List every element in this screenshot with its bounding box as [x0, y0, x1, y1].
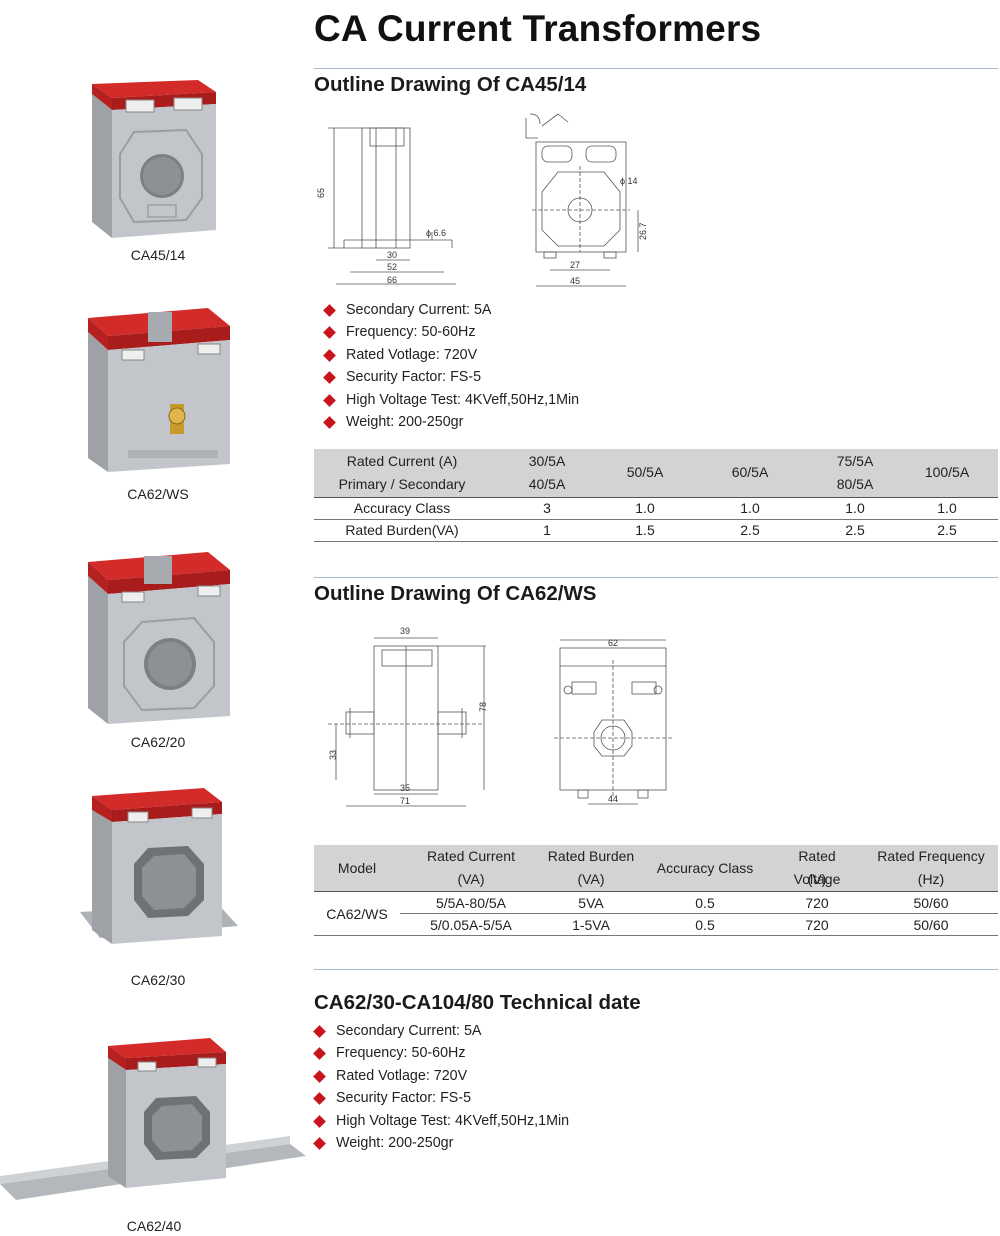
- table-header-row: Model Rated Current(VA) Rated Burden(VA)…: [314, 845, 998, 892]
- table-header: 60/5A: [731, 464, 769, 481]
- list-item: Security Factor: FS-5: [313, 1087, 569, 1109]
- table-header: Rated Frequency(Hz): [877, 848, 985, 887]
- list-item: Secondary Current: 5A: [313, 1020, 569, 1042]
- red-diamond-icon: [323, 393, 336, 407]
- technical-spec-list: Secondary Current: 5A Frequency: 50-60Hz…: [313, 1020, 569, 1154]
- section-divider: [314, 969, 998, 970]
- table-header: Rated Voltage(V): [793, 848, 841, 887]
- list-item: Rated Votlage: 720V: [313, 1065, 569, 1087]
- list-item: Frequency: 50-60Hz: [323, 321, 579, 343]
- dim-label: 66: [387, 275, 397, 285]
- list-item: Rated Votlage: 720V: [323, 344, 579, 366]
- table-header: Rated Current(VA): [427, 848, 515, 887]
- dim-label: 62: [608, 638, 618, 648]
- section-title-technical-date: CA62/30-CA104/80 Technical date: [314, 991, 641, 1014]
- dim-label: 78: [478, 702, 488, 712]
- table-header: Rated Current (A)Primary / Secondary: [338, 452, 466, 492]
- dim-label: 44: [608, 794, 618, 804]
- ca62-30-image: [80, 788, 238, 944]
- product-caption: CA45/14: [130, 247, 186, 263]
- red-diamond-icon: [323, 371, 336, 385]
- red-diamond-icon: [313, 1114, 326, 1128]
- table-header: Model: [337, 859, 377, 876]
- table-row: 5/0.05A-5/5A 1-5VA 0.5 720 50/60: [314, 914, 998, 936]
- page-title: CA Current Transformers: [314, 8, 762, 49]
- dim-label: 65: [316, 188, 326, 198]
- ca45-14-spec-list: Secondary Current: 5A Frequency: 50-60Hz…: [323, 299, 579, 433]
- table-row: CA62/WS 5/5A-80/5A 5VA 0.5 720 50/60: [314, 892, 998, 922]
- red-diamond-icon: [323, 416, 336, 429]
- list-item: Security Factor: FS-5: [323, 366, 579, 388]
- table-header-row: Rated Current (A)Primary / Secondary 30/…: [314, 449, 998, 497]
- table-row: Accuracy Class 3 1.0 1.0 1.0 1.0: [314, 497, 998, 519]
- ca62-40-image: [0, 1038, 306, 1200]
- dim-label: 33: [328, 750, 338, 760]
- section-title-ca45-14: Outline Drawing Of CA45/14: [314, 73, 587, 96]
- product-caption: CA62/WS: [127, 486, 189, 502]
- ca45-14-image: [92, 80, 216, 238]
- ca62-20-image: [88, 552, 230, 724]
- table-row: Rated Burden(VA) 1 1.5 2.5 2.5 2.5: [314, 519, 998, 541]
- dim-label: ϕ 6.6: [426, 228, 446, 238]
- red-diamond-icon: [323, 348, 336, 362]
- ca62-ws-outline-drawing: 39 78 33 35 71 62 44: [328, 626, 672, 807]
- product-caption: CA62/20: [130, 734, 186, 750]
- red-diamond-icon: [313, 1137, 326, 1150]
- section-title-ca62-ws: Outline Drawing Of CA62/WS: [314, 582, 597, 605]
- product-ca45-14: CA45/14: [78, 70, 238, 263]
- dim-label: 27: [570, 260, 580, 270]
- table-header: Rated Burden(VA): [547, 848, 635, 887]
- list-item: Secondary Current: 5A: [323, 299, 579, 321]
- red-diamond-icon: [323, 304, 336, 317]
- product-ca62-20: CA62/20: [78, 546, 238, 750]
- red-diamond-icon: [313, 1092, 326, 1106]
- product-caption: CA62/30: [130, 972, 186, 988]
- red-diamond-icon: [313, 1069, 326, 1083]
- table-header: 50/5A: [626, 464, 664, 481]
- section-divider: [314, 577, 998, 578]
- dim-label: ϕ 14: [620, 176, 638, 186]
- red-diamond-icon: [313, 1025, 326, 1038]
- ca45-14-rating-table: Rated Current (A)Primary / Secondary 30/…: [314, 449, 998, 542]
- product-ca62-40: CA62/40: [0, 1028, 310, 1234]
- table-header: 100/5A: [924, 464, 970, 481]
- red-diamond-icon: [313, 1047, 326, 1061]
- table-header: Accuracy Class: [656, 859, 754, 876]
- red-diamond-icon: [323, 326, 336, 340]
- dim-label: 52: [387, 262, 397, 272]
- dim-label: 71: [400, 796, 410, 806]
- dim-label: 39: [400, 626, 410, 636]
- ca62-ws-image: [88, 308, 230, 472]
- product-ca62-30: CA62/30: [78, 782, 238, 988]
- ca45-14-outline-drawing: 65 ϕ 6.6 30 52 66 ϕ 14 26.7 27 45: [316, 113, 648, 287]
- list-item: Frequency: 50-60Hz: [313, 1042, 569, 1064]
- product-ca62-ws: CA62/WS: [78, 300, 238, 502]
- list-item: Weight: 200-250gr: [323, 411, 579, 433]
- dim-label: 35: [400, 783, 410, 793]
- dim-label: 26.7: [638, 222, 648, 240]
- list-item: High Voltage Test: 4KVeff,50Hz,1Min: [323, 389, 579, 411]
- list-item: Weight: 200-250gr: [313, 1132, 569, 1154]
- dim-label: 45: [570, 276, 580, 286]
- section-divider: [314, 68, 998, 69]
- dim-label: 30: [387, 250, 397, 260]
- list-item: High Voltage Test: 4KVeff,50Hz,1Min: [313, 1110, 569, 1132]
- ca62-ws-rating-table: Model Rated Current(VA) Rated Burden(VA)…: [314, 845, 998, 936]
- product-caption: CA62/40: [126, 1218, 182, 1234]
